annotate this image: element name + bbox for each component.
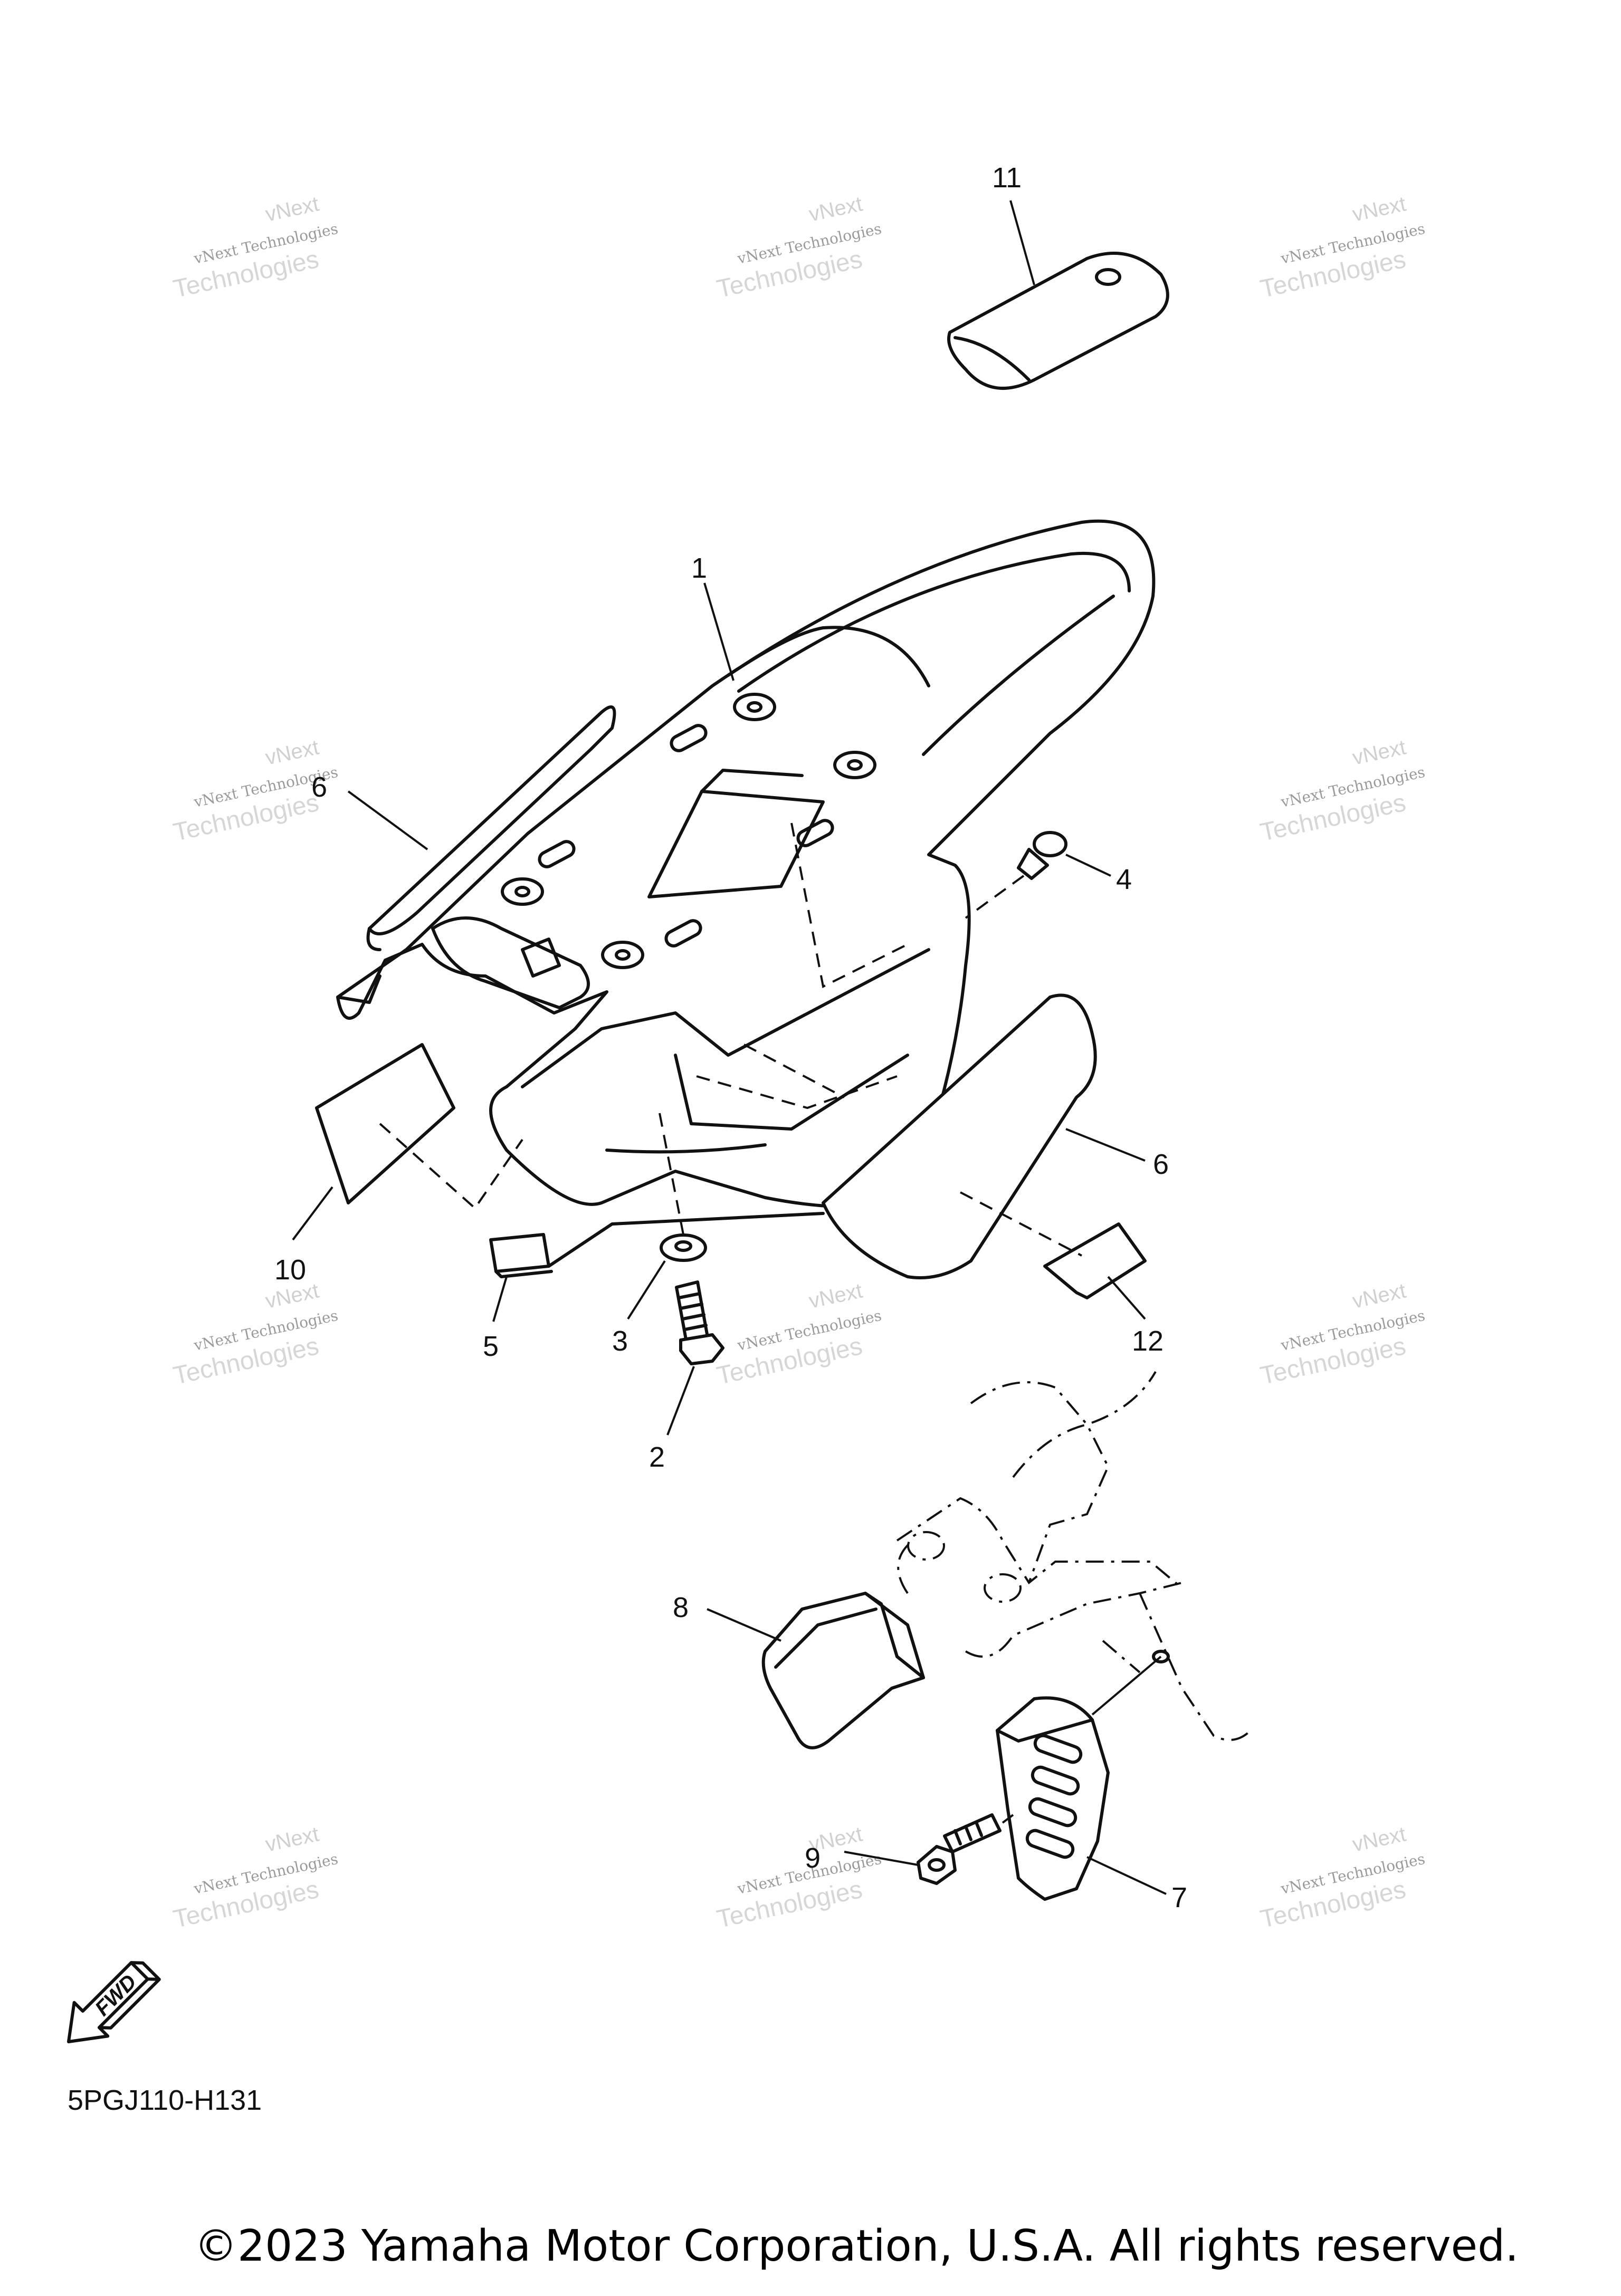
watermark: vNext vNext Technologies Technologies [714,1279,883,1390]
part-2-bolt [666,1280,724,1436]
part-10-label [292,1043,523,1241]
part-6-side-tape-left [336,705,616,1004]
callout-12: 12 [1132,1325,1164,1357]
svg-text:vNext: vNext [807,192,864,226]
part-6-rear-decal-right [822,993,1146,1279]
watermark: vNext vNext Technologies Technologies [1258,1279,1427,1390]
part-7-grill-guard [996,1656,1167,1901]
part-4-screw [965,831,1111,919]
part-9-bolt [844,1813,1014,1885]
part-12-decal [960,1191,1147,1320]
svg-text:vNext: vNext [1350,735,1408,769]
watermark: vNext vNext Technologies Technologies [1258,192,1427,303]
callout-8: 8 [673,1592,689,1623]
part-1-rear-fender [336,519,1156,1209]
watermark: vNext vNext Technologies Technologies [714,192,883,303]
callout-5: 5 [483,1331,499,1362]
part-8-guard-plate [707,1592,925,1749]
callout-4: 4 [1116,864,1132,895]
svg-text:vNext: vNext [1350,192,1408,226]
callout-3: 3 [612,1325,628,1357]
callouts: 1 2 3 4 5 6 6 7 8 9 10 11 12 [274,162,1187,1914]
watermark: vNext vNext Technologies Technologies [1258,1822,1427,1934]
watermark: vNext vNext Technologies Technologies [1258,735,1427,847]
callout-6-left: 6 [311,771,327,803]
callout-9: 9 [805,1842,821,1874]
callout-6-right: 6 [1153,1149,1169,1180]
part-3-washer [627,1113,707,1320]
callout-2: 2 [649,1441,665,1473]
frame-section [896,1371,1252,1741]
callout-7: 7 [1171,1882,1187,1914]
watermark: vNext vNext Technologies Technologies [171,1822,340,1934]
svg-text:vNext: vNext [263,1822,321,1856]
svg-text:vNext: vNext [807,1279,864,1313]
watermark: vNext vNext Technologies Technologies [714,1822,883,1934]
svg-text:vNext: vNext [1350,1822,1408,1856]
svg-text:vNext: vNext [1350,1279,1408,1313]
drawing-code: 5PGJ110-H131 [68,2084,262,2116]
callout-10: 10 [274,1254,306,1286]
fwd-arrow-icon: FWD [67,1961,161,2043]
callout-11: 11 [992,162,1022,194]
svg-text:vNext: vNext [263,735,321,769]
copyright-notice: ©2023 Yamaha Motor Corporation, U.S.A. A… [194,2221,1519,2271]
part-11-seat-pad [947,200,1169,390]
part-5-pad [489,1212,825,1322]
callout-1: 1 [691,552,707,584]
watermark: vNext vNext Technologies Technologies [171,192,340,303]
svg-text:vNext: vNext [263,192,321,226]
watermark: vNext vNext Technologies Technologies [171,1279,340,1390]
